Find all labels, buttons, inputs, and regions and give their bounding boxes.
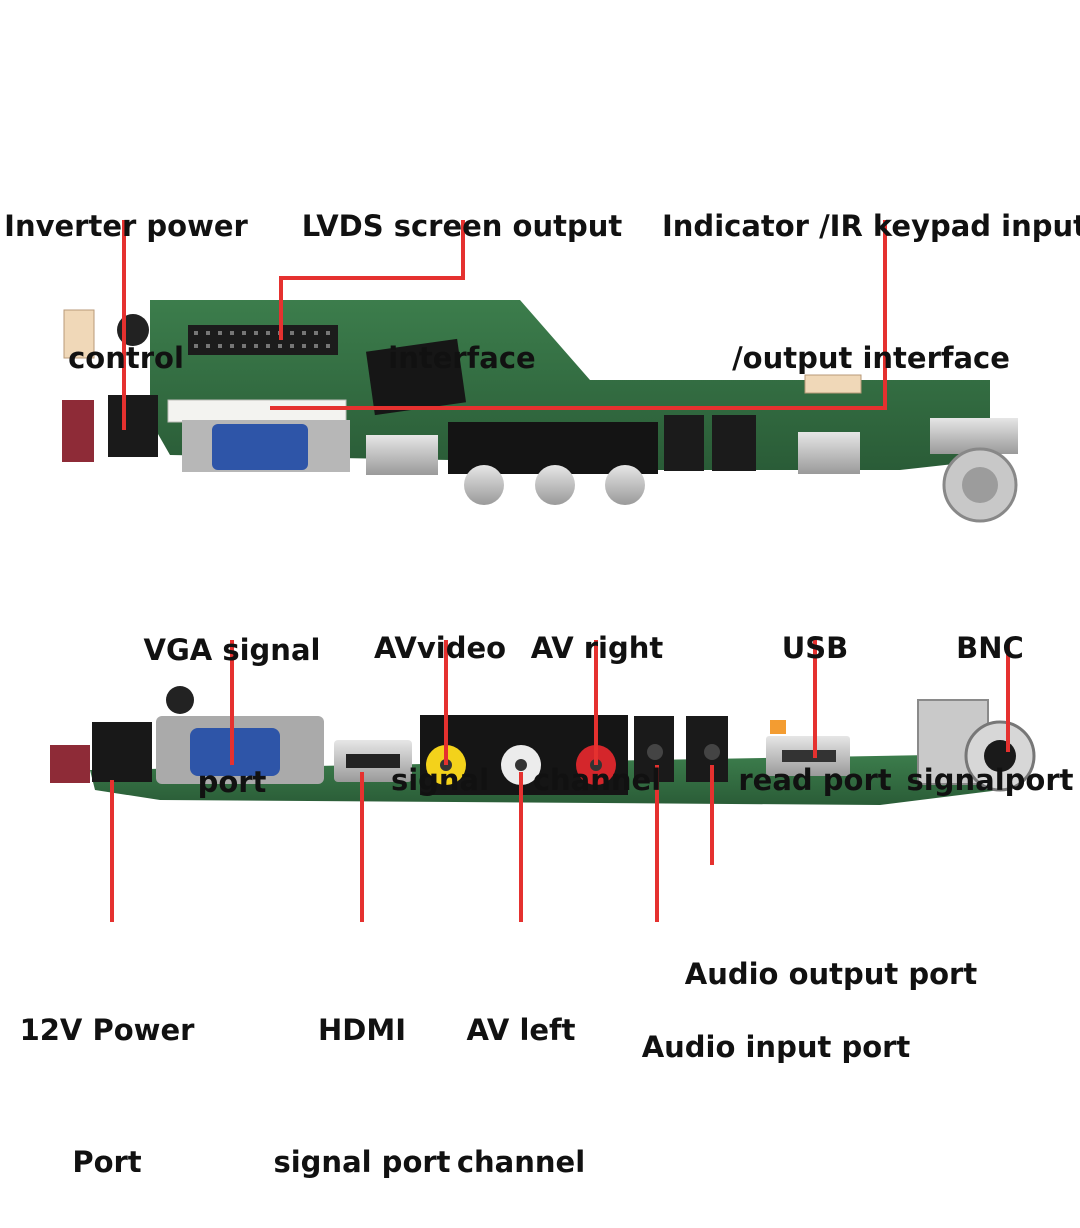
top-audio-out — [712, 415, 756, 471]
label-usb-line2: read port — [738, 763, 892, 797]
label-indicator-line2: /output interface — [732, 341, 1010, 375]
label-lvds-line1: LVDS screen output — [301, 209, 623, 243]
label-vga-signal-port: VGA signal port — [132, 540, 332, 848]
top-pcb — [150, 300, 990, 470]
label-bnc-line1: BNC — [956, 631, 1024, 665]
top-rca-yellow — [464, 465, 504, 505]
label-avvideo-signal: AVvideo signal — [358, 538, 522, 846]
label-av-left-channel: AV left channel — [452, 920, 590, 1228]
label-usb-read-port: USB read port — [730, 538, 900, 846]
label-inverter-line1: Inverter power — [4, 209, 248, 243]
top-rca-white — [535, 465, 575, 505]
top-rca-red — [605, 465, 645, 505]
top-vga-port — [212, 424, 308, 470]
label-12v-line2: Port — [72, 1145, 142, 1179]
inverter-connector — [63, 309, 95, 359]
label-indicator-line1: Indicator /IR keypad input — [662, 209, 1080, 243]
label-audio-out-line: Audio output port — [684, 957, 978, 991]
top-power-jack — [108, 395, 158, 457]
audio-in-hole — [647, 744, 663, 760]
label-avleft-line2: channel — [456, 1145, 586, 1179]
label-audio-input-port: Audio input port — [634, 937, 918, 1113]
top-audio-in — [664, 415, 704, 471]
bottom-capacitor — [166, 686, 194, 714]
label-vga-line1: VGA signal — [143, 633, 321, 667]
leader-lines — [110, 220, 1010, 922]
label-lvds-line2: interface — [388, 341, 536, 375]
red-connector — [62, 400, 94, 462]
label-hdmi-signal-port: HDMI signal port — [272, 920, 452, 1228]
usb-orange-connector — [770, 720, 786, 734]
label-avvideo-line1: AVvideo — [373, 631, 507, 665]
bottom-red-connector — [50, 745, 90, 783]
label-inverter-line2: control — [68, 341, 184, 375]
top-hdmi — [366, 435, 438, 475]
label-usb-line1: USB — [781, 631, 849, 665]
label-lvds-interface: LVDS screen output interface — [292, 116, 632, 424]
top-bnc-inner — [962, 467, 998, 503]
leader-lvds — [279, 220, 465, 340]
top-usb — [798, 432, 860, 474]
label-inverter-power-control: Inverter power control — [0, 116, 252, 424]
audio-out-hole — [704, 744, 720, 760]
top-board — [62, 300, 1018, 523]
bottom-hdmi-slot — [346, 754, 400, 768]
bottom-usb-slot — [782, 750, 836, 762]
bottom-vga-port — [190, 728, 280, 776]
leader-indicator — [270, 220, 887, 410]
label-bnc-line2: signalport — [906, 763, 1074, 797]
label-avvideo-line2: signal — [390, 763, 490, 797]
label-12v-power-port: 12V Power Port — [12, 920, 202, 1228]
lvds-pins — [194, 331, 330, 348]
diagram-artwork — [50, 220, 1036, 922]
label-avleft-line1: AV left — [466, 1013, 576, 1047]
main-chip — [365, 338, 467, 416]
bottom-power-jack — [92, 722, 152, 782]
lvds-header — [188, 325, 338, 355]
label-hdmi-line1: HDMI — [318, 1013, 406, 1047]
label-av-right-channel: AV right channel — [524, 538, 670, 846]
label-bnc-signalport: BNC signalport — [900, 538, 1080, 846]
label-indicator-interface: Indicator /IR keypad input /output inter… — [662, 116, 1080, 424]
indicator-connector — [804, 374, 862, 394]
label-hdmi-line2: signal port — [273, 1145, 451, 1179]
label-vga-line2: port — [197, 765, 267, 799]
label-audio-in-line: Audio input port — [641, 1030, 911, 1064]
label-12v-line1: 12V Power — [19, 1013, 195, 1047]
label-audio-output-port: Audio output port — [676, 864, 986, 1040]
rca-white-center — [515, 759, 527, 771]
label-avright-line2: channel — [532, 763, 662, 797]
label-avright-line1: AV right — [530, 631, 664, 665]
